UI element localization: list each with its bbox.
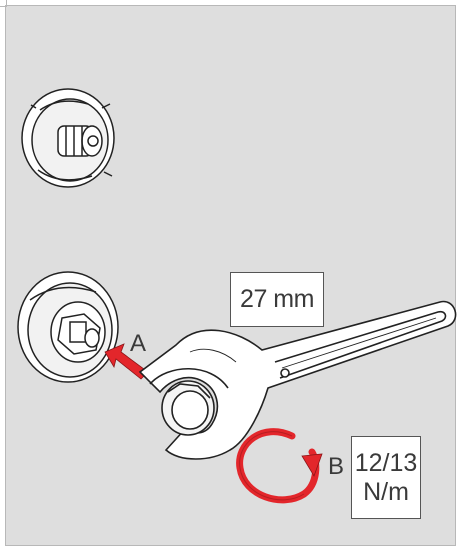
torque-value: 12/13: [354, 448, 418, 477]
wrench-size-text: 27 mm: [240, 285, 314, 313]
torque-unit: N/m: [363, 477, 409, 506]
torque-spec-label: 12/13 N/m: [351, 436, 421, 519]
step-label-a: A: [130, 330, 147, 357]
wall-fitting-top: [21, 88, 115, 188]
open-end-wrench: [138, 300, 457, 460]
wall-fitting-bottom: [17, 271, 119, 383]
panel-corner-mark: [0, 0, 7, 7]
rotation-arrow-b: [236, 428, 323, 504]
wrench-size-label: 27 mm: [230, 272, 324, 327]
step-label-b: B: [328, 453, 345, 480]
